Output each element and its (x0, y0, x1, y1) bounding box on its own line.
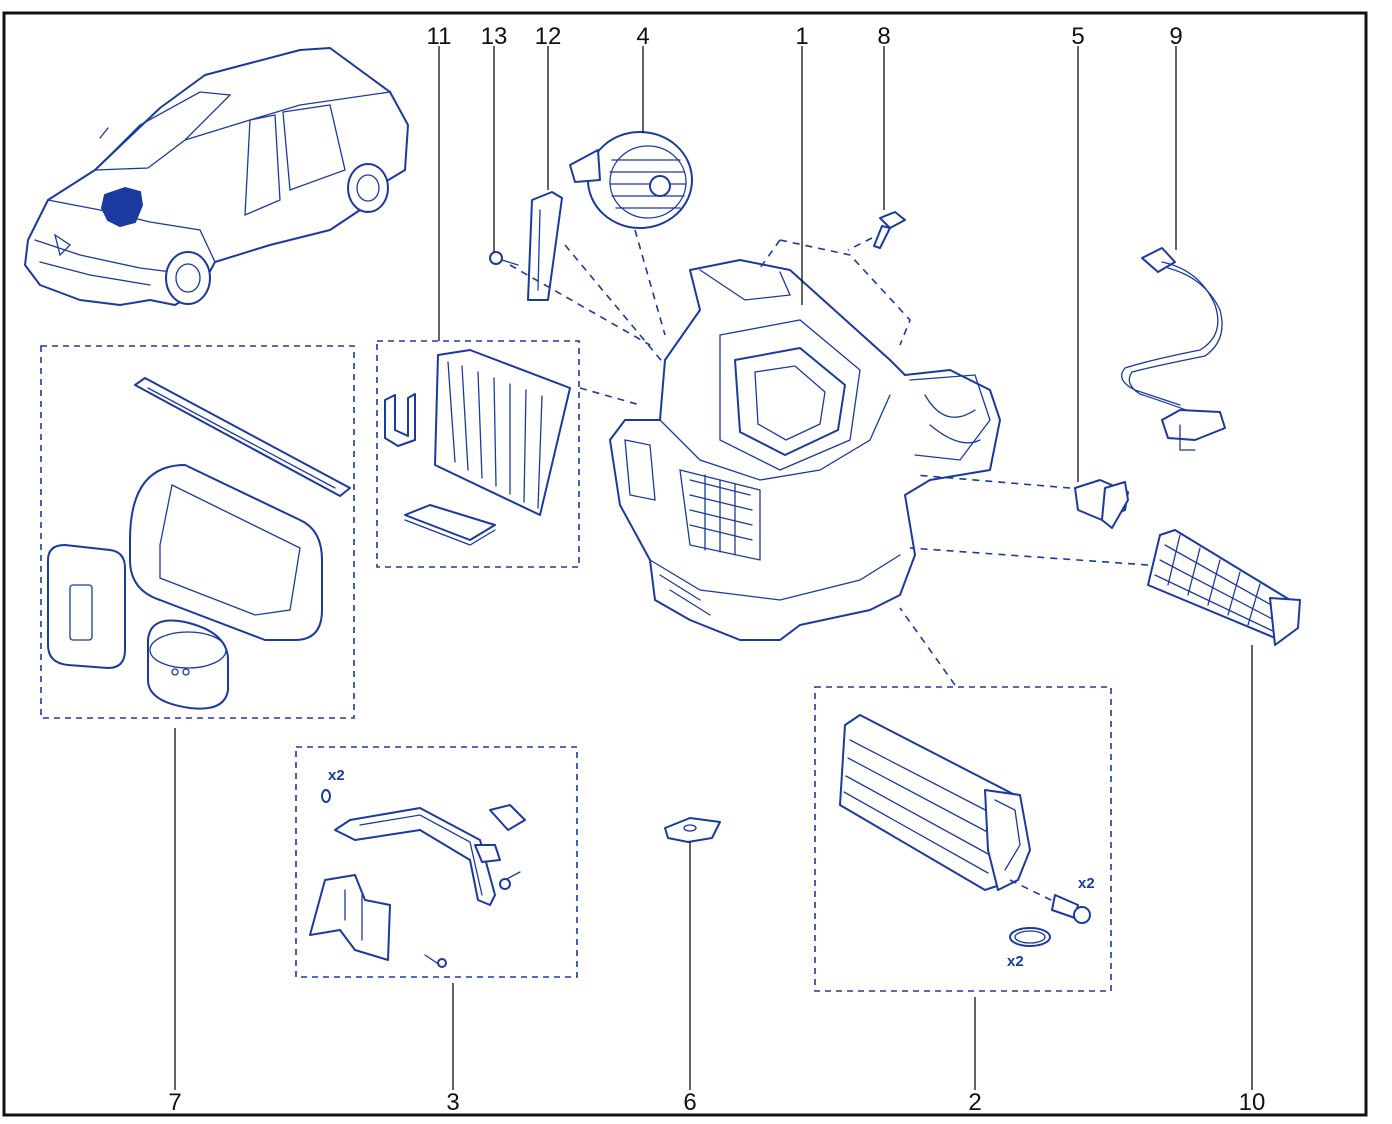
seal-kit-icon (40, 345, 355, 719)
callout-12: 12 (535, 23, 562, 50)
grommet-icon (664, 817, 721, 843)
callout-7: 7 (168, 1089, 181, 1116)
leader-lines (174, 46, 1253, 1090)
blower-fan-icon (569, 131, 693, 229)
wiring-harness-icon (1121, 247, 1226, 451)
callout-2: 2 (968, 1089, 981, 1116)
kit-box-3 (295, 746, 578, 978)
assembly-paths (509, 229, 1149, 686)
callout-6: 6 (683, 1089, 696, 1116)
heater-matrix-icon: x2 x2 (814, 686, 1112, 992)
pollen-filter-icon (376, 340, 580, 568)
kit-box-7 (40, 345, 355, 719)
ptc-heater-icon (1147, 529, 1301, 646)
blower-resistor-icon (1074, 479, 1129, 529)
kit3-seal-quantity: x2 (328, 767, 345, 784)
callout-11: 11 (427, 23, 452, 50)
kit2-screw-quantity: x2 (1078, 875, 1095, 892)
kit-box-11 (376, 340, 580, 568)
callout-9: 9 (1169, 23, 1182, 50)
coolant-pipe-icon: x2 (295, 746, 578, 978)
screw-icon (489, 251, 519, 266)
callout-8: 8 (877, 23, 890, 50)
kit2-oring-quantity: x2 (1007, 953, 1024, 970)
callout-1: 1 (795, 23, 808, 50)
screw-8-icon (873, 211, 906, 249)
callout-labels: 11 13 12 4 1 8 5 9 7 3 6 2 10 (168, 23, 1265, 1116)
heater-location-highlight (100, 186, 144, 228)
diagram-border (2, 11, 1368, 1117)
cabin-filter-flap-icon (527, 191, 563, 301)
kit-box-2 (814, 686, 1112, 992)
callout-3: 3 (446, 1089, 459, 1116)
callout-13: 13 (481, 23, 508, 50)
hvac-housing-icon (609, 259, 1001, 641)
callout-10: 10 (1239, 1089, 1266, 1116)
car-sedan-icon (24, 47, 409, 306)
callout-4: 4 (636, 23, 649, 50)
callout-5: 5 (1071, 23, 1084, 50)
